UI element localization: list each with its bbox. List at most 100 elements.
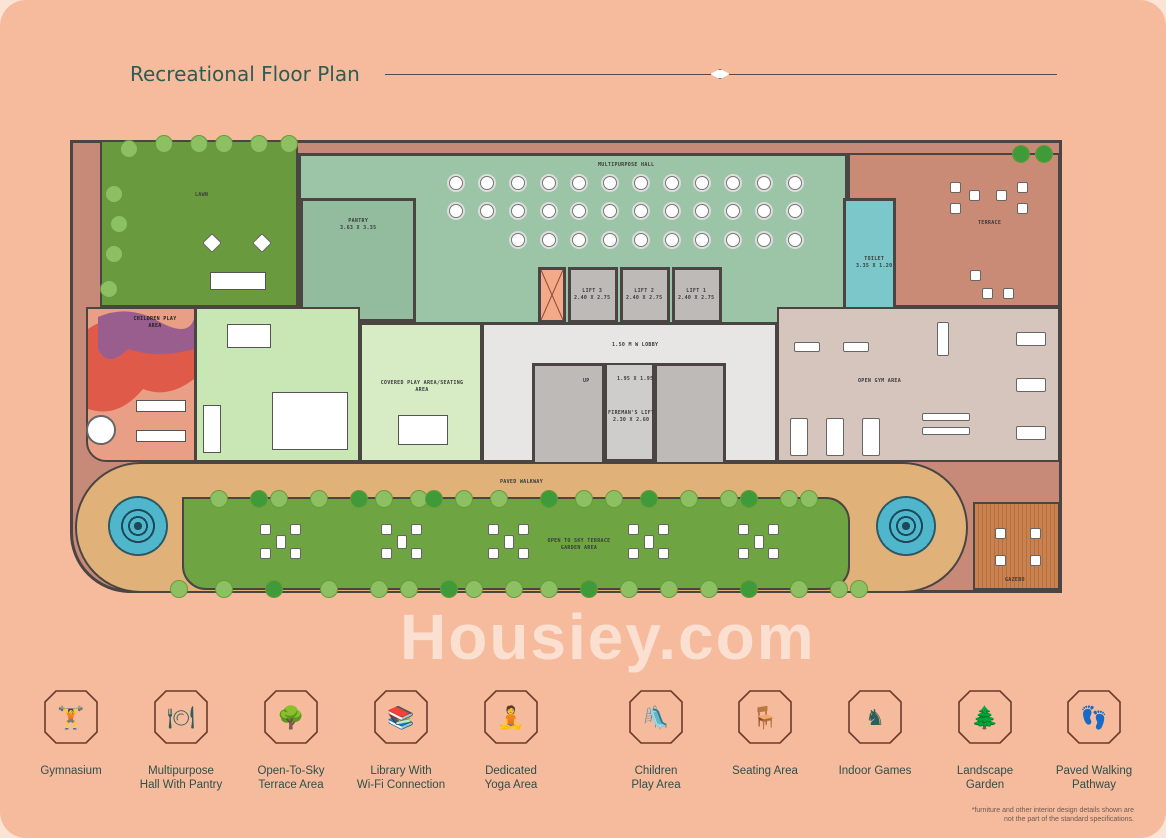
round-table [665, 204, 679, 218]
lift-name: LIFT 1 [686, 288, 707, 294]
tree [250, 490, 268, 508]
fountain-left [108, 496, 168, 556]
round-table [542, 176, 556, 190]
tree [155, 135, 173, 153]
staircase-right [654, 363, 726, 471]
amenity-icon-box: 🧘 [484, 690, 538, 744]
page-title: Recreational Floor Plan [130, 62, 360, 86]
round-table [695, 233, 709, 247]
garden-chair [628, 524, 639, 535]
staircase-left [532, 363, 605, 471]
pantry-size: 3.63 X 3.35 [340, 225, 377, 231]
garden-chair [488, 548, 499, 559]
children-play-label: CHILDREN PLAY AREA [133, 316, 177, 329]
amenity-label: Indoor Games [838, 765, 912, 777]
tree [660, 580, 678, 598]
amenity-icon-box: ♞ [848, 690, 902, 744]
open-gym-area [777, 307, 1060, 462]
round-table [665, 176, 679, 190]
chess-icon: ♞ [848, 690, 902, 744]
round-table [511, 204, 525, 218]
garden-chair [628, 548, 639, 559]
garden-chair [381, 548, 392, 559]
svg-text:🪑: 🪑 [751, 705, 778, 731]
tree [370, 580, 388, 598]
tree [110, 215, 128, 233]
round-table [86, 415, 116, 445]
lift-3 [568, 267, 618, 323]
amenity-label: Seating Area [732, 765, 798, 777]
fountain-right [876, 496, 936, 556]
tree [280, 135, 298, 153]
tree [540, 580, 558, 598]
terrace-chair [970, 270, 981, 281]
garden-chair [768, 524, 779, 535]
round-table [757, 204, 771, 218]
game-table [398, 415, 448, 445]
tree [700, 580, 718, 598]
round-table [449, 204, 463, 218]
amenity-label: Gymnasium [40, 765, 102, 777]
garden-chair [738, 524, 749, 535]
garden-chair [518, 524, 529, 535]
svg-text:🍽: 🍽 [167, 706, 195, 731]
tree [100, 280, 118, 298]
garden-chair [518, 548, 529, 559]
svg-text:♞: ♞ [865, 706, 885, 731]
bench [136, 400, 186, 412]
amenity-icon-box: 📚 [374, 690, 428, 744]
weight-machine [1016, 378, 1046, 392]
tree [105, 245, 123, 263]
shaft-size: 1.95 X 1.95 [617, 376, 654, 382]
lift-name: LIFT 3 [582, 288, 603, 294]
playground-icon: 🛝 [629, 690, 683, 744]
gazebo [973, 502, 1060, 590]
round-table [757, 233, 771, 247]
lobby-label: 1.50 M W LOBBY [612, 342, 659, 348]
amenity-label: Children Play Area [631, 765, 681, 791]
svg-text:🌳: 🌳 [277, 704, 304, 731]
tree [310, 490, 328, 508]
toilet-name: TOILET [864, 256, 885, 262]
tree [375, 490, 393, 508]
gazebo-chair [995, 528, 1006, 539]
round-table [788, 233, 802, 247]
tree [605, 490, 623, 508]
footprints-icon: 👣 [1067, 690, 1121, 744]
amenity-label: Multipurpose Hall With Pantry [139, 765, 223, 791]
books-wifi-icon: 📚 [374, 690, 428, 744]
gazebo-chair [1030, 528, 1041, 539]
amenity-icon-box: 🏋 [44, 690, 98, 744]
treadmill [826, 418, 844, 456]
stair-up-label: UP [583, 378, 590, 384]
tree [215, 135, 233, 153]
svg-text:🧘: 🧘 [497, 705, 524, 731]
tree [620, 580, 638, 598]
garden-table [644, 535, 654, 549]
tree [320, 580, 338, 598]
seating-set [272, 392, 348, 450]
garden-chair [658, 524, 669, 535]
sofa [210, 272, 266, 290]
bench-icon: 🪑 [738, 690, 792, 744]
garden-chair [260, 548, 271, 559]
tree [800, 490, 818, 508]
tree [465, 580, 483, 598]
footnote: *furniture and other interior design det… [971, 807, 1134, 823]
hall-label: MULTIPURPOSE HALL [598, 162, 655, 168]
round-table [634, 204, 648, 218]
tree [575, 490, 593, 508]
gym-bench [937, 322, 949, 356]
dumbbell-rack [922, 427, 970, 435]
tree [440, 580, 458, 598]
terrace-chair [1017, 182, 1028, 193]
lawn-label: LAWN [195, 192, 209, 198]
garden-chair [411, 548, 422, 559]
dining-table-icon: 🍽 [154, 690, 208, 744]
garden-table [397, 535, 407, 549]
tree [250, 135, 268, 153]
